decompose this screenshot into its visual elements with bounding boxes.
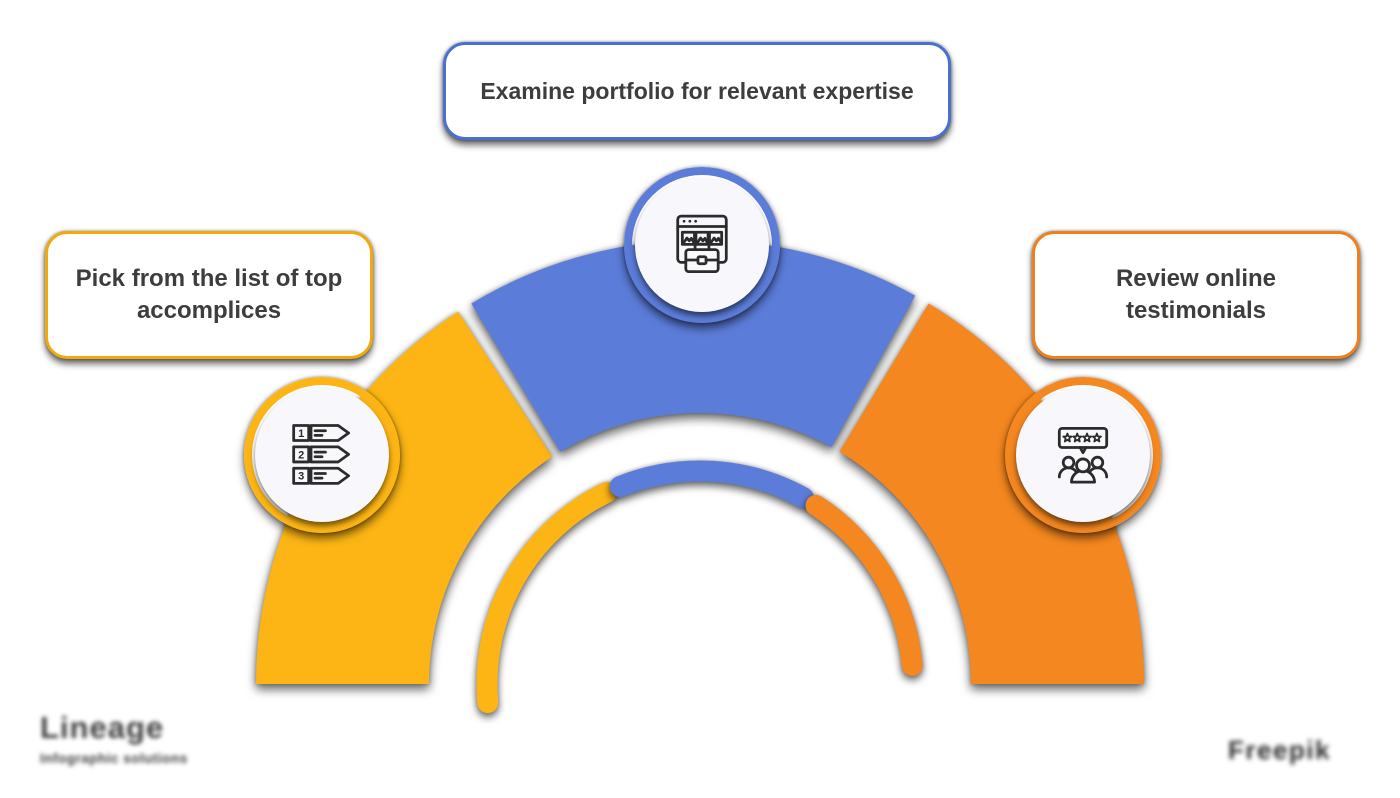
watermark-logo: Lineage Infographic solutions (40, 710, 188, 766)
inner-arc-yellow (476, 482, 618, 714)
arch-segment-orange (838, 303, 1144, 686)
list-number-3: 3 (298, 471, 304, 483)
step-circle-top-list: 1 2 3 (244, 377, 400, 533)
list-number-1: 1 (298, 428, 304, 440)
circle-ring-yellow (244, 377, 400, 533)
watermark-logo-title: Lineage (40, 710, 165, 745)
list-number-2: 2 (298, 449, 304, 461)
label-box-pick-list: Pick from the list of top accomplices (45, 231, 373, 359)
inner-arc-blue (609, 460, 814, 509)
circle-face: 1 2 3 (255, 388, 389, 522)
testimonials-icon (1057, 427, 1109, 484)
label-text: Examine portfolio for relevant expertise (480, 77, 914, 104)
numbered-list-icon: 1 2 3 (292, 424, 350, 485)
circle-ring-blue (624, 167, 780, 323)
label-text: Pick from the list of top accomplices (75, 265, 343, 324)
step-circle-portfolio (624, 167, 780, 323)
watermark-brand: Freepik (1228, 735, 1331, 765)
watermark-logo-subtitle: Infographic solutions (40, 751, 188, 766)
label-box-examine-portfolio: Examine portfolio for relevant expertise (443, 42, 951, 140)
circle-face (1016, 388, 1150, 522)
step-circle-testimonials (1005, 377, 1161, 533)
inner-arc-orange (805, 494, 923, 676)
portfolio-icon (676, 214, 728, 273)
arch-segment-blue (471, 240, 916, 453)
label-box-review-testimonials: Review online testimonials (1032, 231, 1360, 359)
label-text: Review online testimonials (1115, 265, 1277, 324)
circle-face (635, 178, 769, 312)
circle-ring-orange (1005, 377, 1161, 533)
arch-segment-yellow (256, 311, 554, 686)
